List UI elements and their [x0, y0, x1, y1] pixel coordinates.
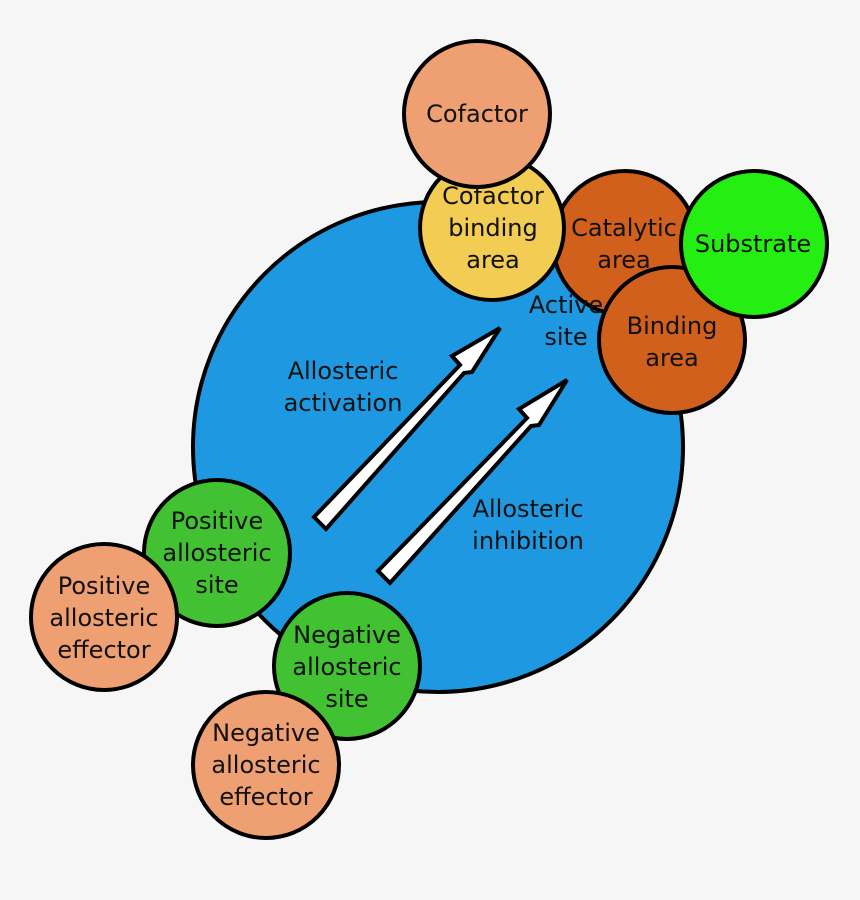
- binding-area-label-line: Binding: [627, 312, 718, 340]
- negative-allosteric-effector-label: Negative allosteric effector: [211, 719, 320, 811]
- allosteric-inhibition-arrow: [375, 378, 569, 586]
- negative-allosteric-effector: [191, 690, 341, 840]
- cofactor: [402, 39, 552, 189]
- active-site-label-line: site: [544, 323, 587, 351]
- negative-allosteric-effector-label-line: allosteric: [211, 751, 320, 779]
- allosteric-inhibition-label-line: Allosteric: [473, 495, 584, 523]
- allosteric-activation-label-line: activation: [284, 389, 403, 417]
- binding-area-label: Binding area: [627, 312, 718, 372]
- cofactor-binding-area-label-line: Cofactor: [442, 182, 544, 210]
- negative-allosteric-site-label-line: Negative: [293, 621, 401, 649]
- allosteric-activation-arrow: [311, 326, 502, 532]
- allosteric-activation-label-line: Allosteric: [288, 357, 399, 385]
- allosteric-inhibition-label: Allosteric inhibition: [472, 495, 584, 555]
- catalytic-area-label: Catalytic area: [571, 214, 677, 274]
- positive-allosteric-site: [142, 478, 292, 628]
- cofactor-binding-area-label-line: binding: [448, 214, 537, 242]
- active-site-label: Active site: [529, 291, 603, 351]
- negative-allosteric-site-label: Negative allosteric site: [292, 621, 401, 713]
- negative-allosteric-site-label-line: site: [325, 685, 368, 713]
- substrate-label-line: Substrate: [695, 230, 811, 258]
- negative-allosteric-site: [272, 591, 422, 741]
- catalytic-area-label-line: Catalytic: [571, 214, 677, 242]
- catalytic-area-label-line: area: [597, 246, 651, 274]
- positive-allosteric-effector-label-line: Positive: [58, 572, 151, 600]
- positive-allosteric-effector-label-line: effector: [57, 636, 150, 664]
- substrate-label: Substrate: [695, 230, 811, 258]
- cofactor-binding-area-label-line: area: [466, 246, 520, 274]
- allosteric-inhibition-label-line: inhibition: [472, 527, 584, 555]
- positive-allosteric-effector: [29, 542, 179, 692]
- active-site-label-line: Active: [529, 291, 603, 319]
- cofactor-binding-area-label: Cofactor binding area: [442, 182, 544, 274]
- cofactor-label-line: Cofactor: [426, 100, 528, 128]
- positive-allosteric-site-label-line: allosteric: [162, 539, 271, 567]
- negative-allosteric-effector-label-line: effector: [219, 783, 312, 811]
- positive-allosteric-site-label-line: site: [195, 571, 238, 599]
- positive-allosteric-effector-label-line: allosteric: [49, 604, 158, 632]
- substrate: [679, 169, 829, 319]
- binding-area-label-line: area: [645, 344, 699, 372]
- cofactor-label: Cofactor: [426, 100, 528, 128]
- positive-allosteric-effector-label: Positive allosteric effector: [49, 572, 158, 664]
- allosteric-activation-label: Allosteric activation: [284, 357, 403, 417]
- positive-allosteric-site-label: Positive allosteric site: [162, 507, 271, 599]
- negative-allosteric-site-label-line: allosteric: [292, 653, 401, 681]
- negative-allosteric-effector-label-line: Negative: [212, 719, 320, 747]
- positive-allosteric-site-label-line: Positive: [171, 507, 264, 535]
